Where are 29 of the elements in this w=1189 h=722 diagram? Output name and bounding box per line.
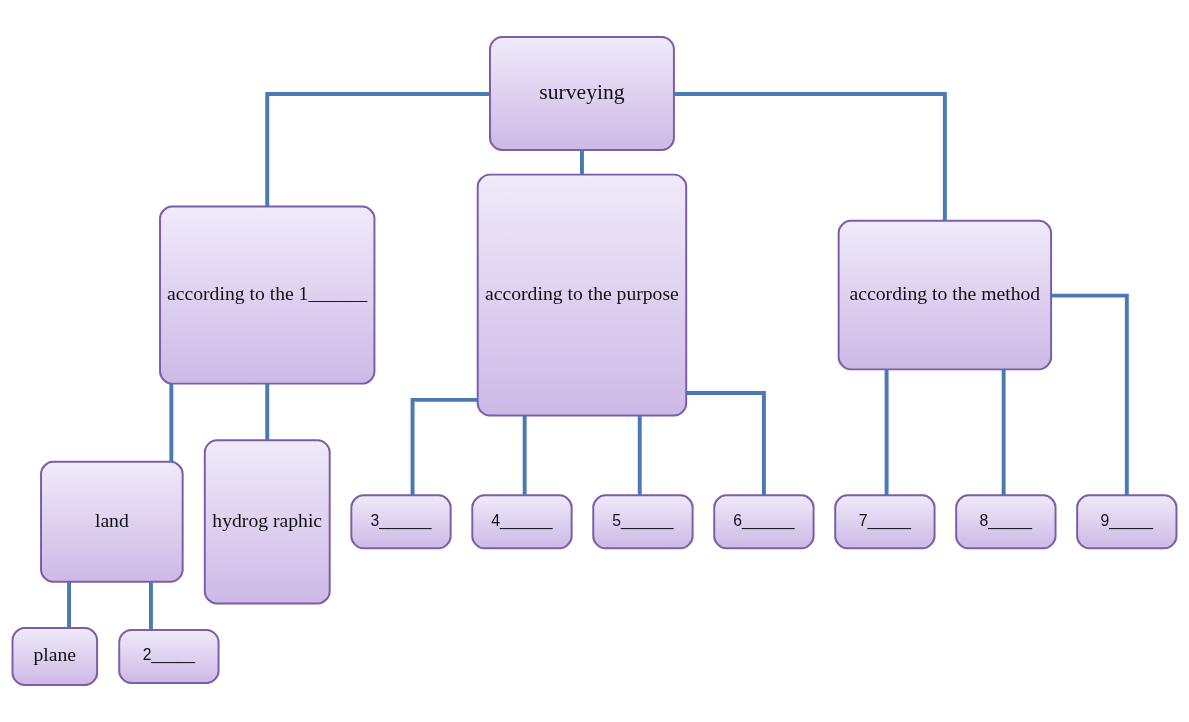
connector: [169, 383, 174, 462]
connector: [410, 397, 478, 496]
node-box: land: [40, 460, 184, 583]
connector: [67, 582, 72, 628]
node-box: surveying: [489, 35, 675, 152]
connector: [674, 92, 947, 221]
node-box: 9_____: [1076, 494, 1178, 550]
connector: [884, 369, 889, 496]
node-box: 6______: [713, 494, 815, 550]
node-box: according to the purpose: [476, 173, 688, 417]
connector: [637, 415, 642, 495]
connector: [522, 415, 527, 495]
node-box: 5______: [592, 494, 694, 550]
connector: [686, 391, 766, 496]
connector: [1051, 293, 1129, 495]
connector: [265, 92, 490, 207]
connector: [580, 150, 584, 175]
connector: [1001, 369, 1006, 496]
connector: [148, 582, 153, 630]
node-box: plane: [11, 627, 99, 687]
node-box: according to the 1______: [159, 205, 376, 385]
node-box: 7_____: [834, 494, 936, 550]
node-box: according to the method: [837, 219, 1053, 371]
connector: [265, 383, 270, 440]
node-box: hydrog raphic: [203, 439, 331, 605]
node-box: 3______: [350, 494, 452, 550]
node-box: 8_____: [955, 494, 1057, 550]
node-box: 4______: [471, 494, 573, 550]
node-box: 2_____: [118, 629, 220, 685]
